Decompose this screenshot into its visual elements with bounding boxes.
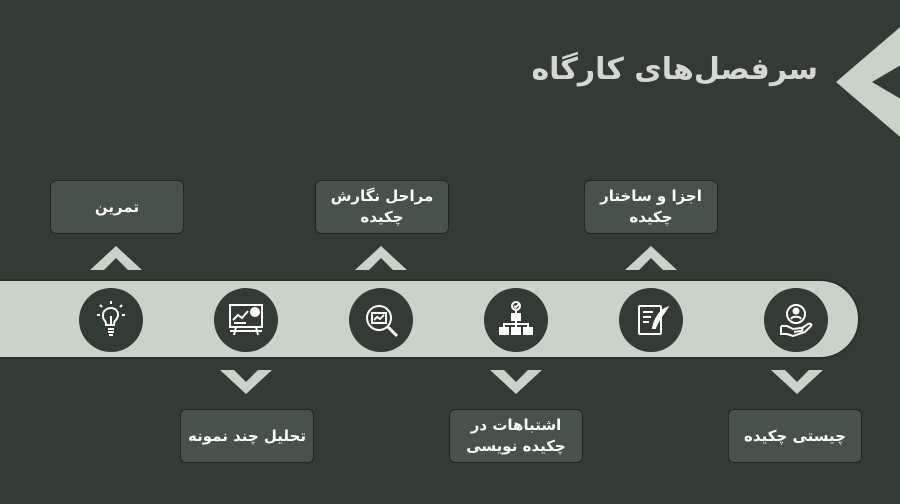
chevron-down-icon <box>490 370 542 394</box>
page-title: سرفصل‌های کارگاه <box>531 52 818 87</box>
topic-icon-3 <box>484 288 548 352</box>
topic-label-1: چیستی چکیده <box>728 409 862 463</box>
topic-icon-6 <box>79 288 143 352</box>
topic-label-4: مراحل نگارش چکیده <box>315 180 449 234</box>
chevron-up-icon <box>90 246 142 270</box>
topic-label-6: تمرین <box>50 180 184 234</box>
hierarchy-check-icon <box>499 301 533 335</box>
timeline-band <box>0 279 860 359</box>
chevron-up-icon <box>355 246 407 270</box>
chevron-down-icon <box>220 370 272 394</box>
lightbulb-icon <box>97 301 125 336</box>
topic-label-2: اجزا و ساختار چکیده <box>584 180 718 234</box>
topic-label-5: تحلیل چند نمونه <box>180 409 314 463</box>
magnifier-chart-icon <box>366 305 399 338</box>
chevron-down-icon <box>771 370 823 394</box>
hand-with-person-icon <box>780 304 813 338</box>
presentation-board-icon <box>229 304 263 336</box>
topic-label-3: اشتباهات در چکیده نویسی <box>449 409 583 463</box>
topic-icon-5 <box>214 288 278 352</box>
chevron-up-icon <box>625 246 677 270</box>
topic-icon-1 <box>764 288 828 352</box>
topic-icon-2 <box>619 288 683 352</box>
document-and-quill-icon <box>638 305 670 335</box>
corner-chevron-icon <box>836 27 900 137</box>
topic-icon-4 <box>349 288 413 352</box>
